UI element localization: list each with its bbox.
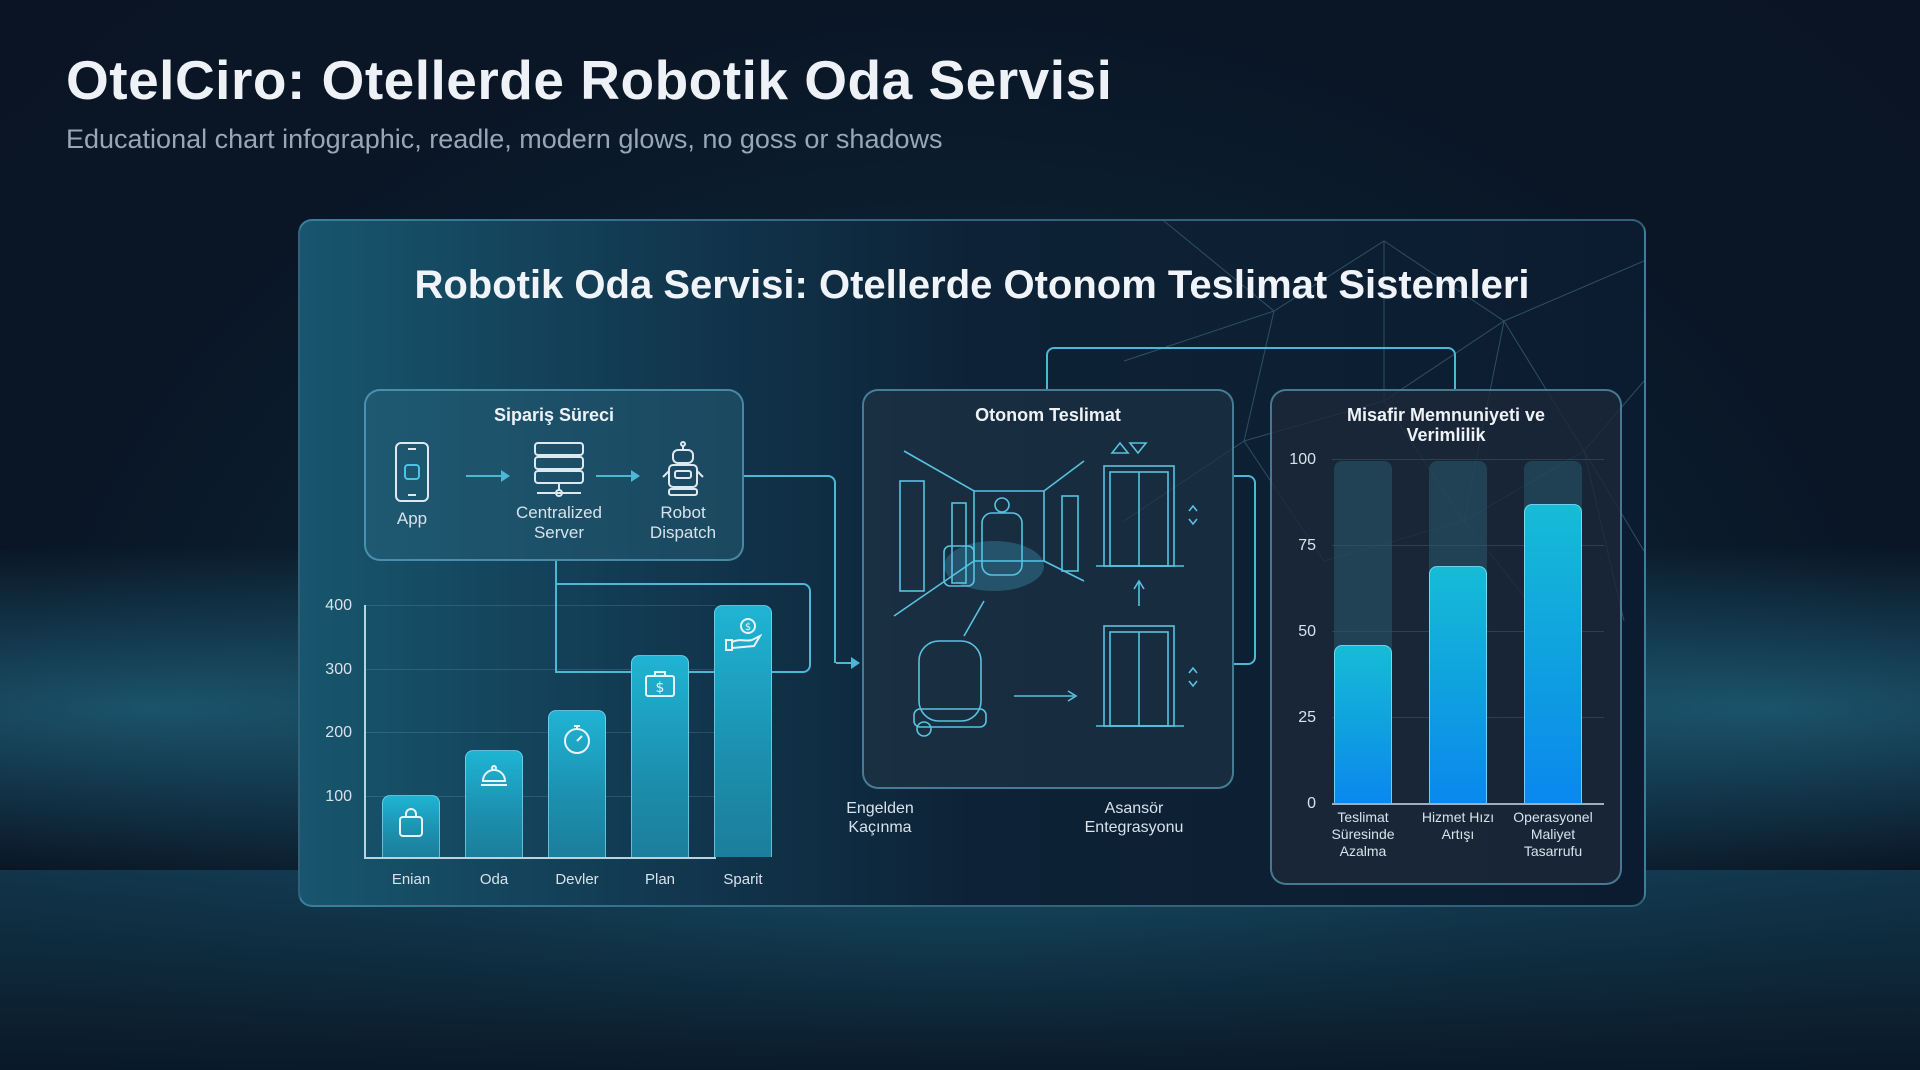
step-server: Centralized Server — [504, 441, 614, 543]
step-server-label-1: Centralized — [516, 503, 602, 522]
step-app: App — [392, 441, 432, 529]
label-line: Teslimat — [1337, 809, 1389, 825]
gridline — [366, 605, 716, 606]
page-title: OtelCiro: Otellerde Robotik Oda Servisi — [66, 49, 1113, 111]
y-tick-300: 300 — [325, 661, 352, 678]
step-robot-label-1: Robot — [660, 503, 706, 522]
y-tick-200: 200 — [325, 724, 352, 741]
page-subtitle: Educational chart infographic, readle, m… — [66, 124, 943, 154]
label-line: Artışı — [1441, 826, 1475, 842]
bar-delivery-time-reduction[interactable] — [1334, 645, 1392, 803]
bar-plan[interactable]: $ — [631, 655, 689, 857]
y-tick-25: 25 — [1298, 709, 1316, 726]
bar-oda[interactable] — [465, 750, 523, 857]
y-tick-100: 100 — [1289, 451, 1316, 468]
x-label-enian: Enian — [391, 871, 431, 888]
arrow-server-to-robot — [596, 470, 640, 482]
room-service-icon — [481, 765, 507, 786]
x-label-devler: Devler — [555, 871, 599, 888]
elevator-integration-label: Asansör Entegrasyonu — [1074, 799, 1194, 837]
arrow-into-auto — [836, 657, 860, 669]
satisfaction-chart-panel: Misafir Memnuniyeti ve Verimlilik 100 75… — [1270, 389, 1622, 885]
y-tick-100: 100 — [325, 788, 352, 805]
shopping-bag-icon — [399, 808, 423, 837]
connector-process-to-chart — [555, 561, 813, 673]
autonomous-title: Otonom Teslimat — [975, 405, 1121, 425]
hand-coin-icon: $ — [725, 618, 762, 651]
stopwatch-icon — [564, 725, 590, 754]
obstacle-label-line2: Kaçınma — [848, 819, 912, 836]
gridline — [366, 796, 716, 797]
y-tick-400: 400 — [325, 597, 352, 614]
label-line: Azalma — [1339, 843, 1387, 859]
y-tick-50: 50 — [1298, 623, 1316, 640]
hallway-robot-illustration — [893, 441, 1198, 737]
satisfaction-title-line2: Verimlilik — [1406, 425, 1486, 445]
order-process-panel: Sipariş Süreci App Centralized — [364, 389, 744, 561]
satisfaction-title: Misafir Memnuniyeti ve Verimlilik — [1272, 405, 1620, 445]
elevator-label-line2: Entegrasyonu — [1084, 819, 1184, 836]
x-axis — [364, 857, 716, 859]
label-line: Maliyet — [1530, 826, 1576, 842]
x-label-operational-cost: Operasyonel Maliyet Tasarrufu — [1503, 809, 1603, 860]
x-label-sparit: Sparit — [723, 871, 763, 888]
gridline — [1332, 459, 1604, 460]
bar-enian[interactable] — [382, 795, 440, 857]
label-line: Operasyonel — [1513, 809, 1593, 825]
label-line: Tasarrufu — [1523, 843, 1583, 859]
obstacle-label-line1: Engelden — [846, 800, 914, 817]
step-robot-label-2: Dispatch — [649, 523, 717, 542]
money-case-icon: $ — [645, 671, 675, 697]
gridline — [366, 669, 716, 670]
bar-service-speed-increase[interactable] — [1429, 566, 1487, 803]
connector-auto-to-satisfaction — [1234, 475, 1256, 665]
obstacle-avoidance-label: Engelden Kaçınma — [830, 799, 930, 837]
bar-operational-cost-savings[interactable] — [1524, 504, 1582, 803]
arrow-app-to-server — [466, 470, 510, 482]
svg-text:$: $ — [745, 622, 751, 633]
svg-text:$: $ — [656, 680, 665, 696]
elevator-label-line1: Asansör — [1104, 800, 1164, 817]
y-axis — [364, 605, 366, 857]
autonomous-delivery-panel: Otonom Teslimat — [862, 389, 1234, 789]
left-bar-chart: 400 300 200 100 $ $ Enian Oda Devler Pla… — [300, 581, 772, 901]
x-label-delivery-time: Teslimat Süresinde Azalma — [1313, 809, 1413, 860]
gridline — [366, 732, 716, 733]
x-label-oda: Oda — [479, 871, 509, 888]
bar-sparit[interactable]: $ — [714, 605, 772, 857]
step-app-label: App — [396, 509, 428, 528]
y-tick-0: 0 — [1307, 795, 1316, 812]
x-axis — [1332, 803, 1604, 805]
board-title: Robotik Oda Servisi: Otellerde Otonom Te… — [414, 263, 1530, 307]
connector-process-to-auto — [744, 475, 836, 663]
step-robot: Robot Dispatch — [638, 441, 728, 543]
x-label-plan: Plan — [644, 871, 676, 888]
bar-devler[interactable] — [548, 710, 606, 857]
server-icon — [534, 442, 584, 497]
infographic-board: Robotik Oda Servisi: Otellerde Otonom Te… — [298, 219, 1646, 907]
y-tick-75: 75 — [1298, 537, 1316, 554]
connector-top-loop — [1046, 347, 1456, 389]
robot-icon — [662, 441, 704, 496]
x-label-service-speed: Hizmet Hızı Artışı — [1408, 809, 1508, 843]
satisfaction-title-line1: Misafir Memnuniyeti ve — [1346, 405, 1546, 425]
label-line: Süresinde — [1331, 826, 1395, 842]
label-line: Hizmet Hızı — [1421, 809, 1495, 825]
step-server-label-2: Server — [533, 523, 585, 542]
smartphone-icon — [395, 442, 429, 502]
order-process-title: Sipariş Süreci — [493, 405, 615, 425]
